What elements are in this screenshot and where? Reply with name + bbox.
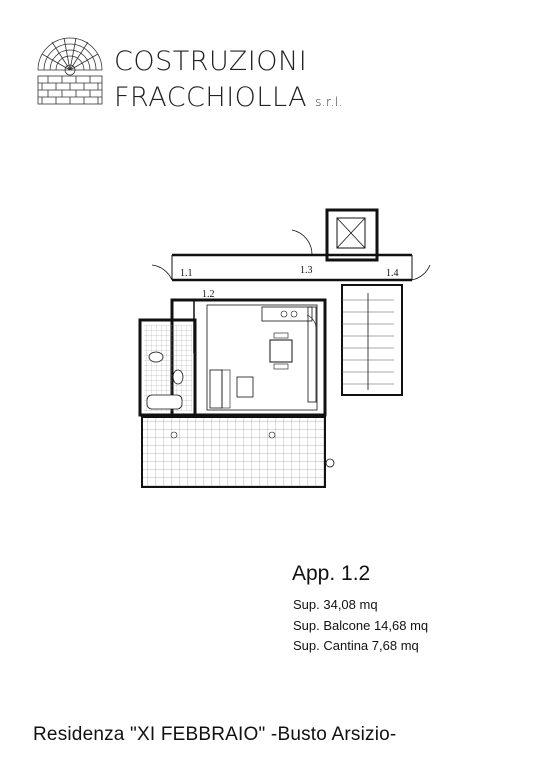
apartment-title: App. 1.2 xyxy=(292,562,371,585)
brand-name-line2-text: FRACCHIOLLA xyxy=(114,82,308,113)
corridor: 1.1 1.3 1.4 xyxy=(151,229,431,282)
living-room xyxy=(209,306,317,409)
stairwell xyxy=(341,284,403,396)
balcony-area: Sup. Balcone 14,68 mq xyxy=(293,618,429,633)
elevator-shaft xyxy=(325,208,379,262)
brand-name-line1: COSTRUZIONI xyxy=(114,46,308,77)
balcony xyxy=(141,416,335,488)
room-label-1-3: 1.3 xyxy=(300,265,313,276)
residence-footer: Residenza "XI FEBBRAIO" -Busto Arsizio- xyxy=(33,724,397,745)
company-logo: COSTRUZIONI FRACCHIOLLA s.r.l. xyxy=(34,34,342,114)
brand-suffix: s.r.l. xyxy=(315,95,343,109)
room-label-1-2: 1.2 xyxy=(202,289,215,300)
surface-area: Sup. 34,08 mq xyxy=(293,597,378,612)
cellar-area: Sup. Cantina 7,68 mq xyxy=(293,638,419,653)
spiral-stair-logo-icon xyxy=(37,37,103,105)
floor-plan: 1.1 1.3 1.4 1.2 xyxy=(138,208,431,488)
bathroom xyxy=(144,325,192,411)
room-label-1-4: 1.4 xyxy=(386,268,399,279)
room-label-1-1: 1.1 xyxy=(180,268,193,279)
brand-name-line2: FRACCHIOLLA s.r.l. xyxy=(114,82,343,113)
